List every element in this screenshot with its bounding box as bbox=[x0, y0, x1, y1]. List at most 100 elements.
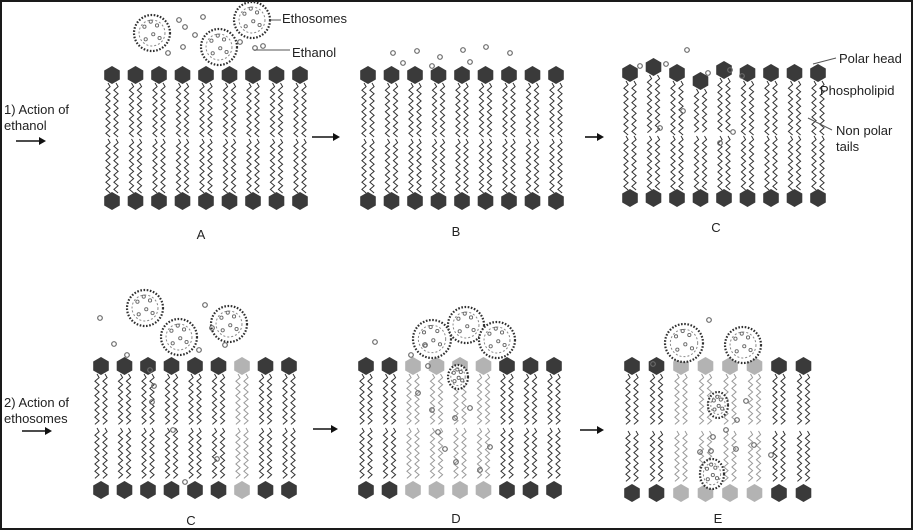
phospholipid-tail bbox=[183, 138, 190, 194]
phospholipid-tail bbox=[508, 373, 514, 425]
panel-label-d: D bbox=[451, 511, 461, 526]
phospholipid-head bbox=[93, 481, 109, 499]
phospholipid-tail bbox=[525, 138, 532, 194]
phospholipid-head bbox=[268, 192, 285, 210]
phospholipid-tail bbox=[94, 373, 100, 425]
ethosome-vesicle-icon bbox=[132, 13, 172, 53]
phospholipid-head bbox=[475, 481, 492, 499]
phospholipid-head bbox=[522, 357, 539, 375]
phospholipid-tail bbox=[235, 373, 241, 425]
ethanol-molecule-icon bbox=[147, 367, 153, 373]
ethanol-molecule-icon bbox=[111, 341, 117, 347]
phospholipid-tail bbox=[207, 82, 213, 138]
phospholipid-tail bbox=[500, 373, 506, 425]
phospholipid-tail bbox=[113, 82, 119, 138]
ethanol-molecule-icon bbox=[717, 140, 723, 146]
phospholipid-tail bbox=[633, 430, 639, 482]
phospholipid-head bbox=[405, 357, 421, 375]
ethanol-molecule-icon bbox=[657, 125, 663, 131]
phospholipid-head bbox=[648, 484, 665, 502]
phospholipid-head bbox=[546, 481, 562, 499]
ethanol-molecule-icon bbox=[743, 398, 749, 404]
phospholipid-tail bbox=[301, 82, 307, 138]
phospholipid-head bbox=[281, 481, 297, 499]
phospholipid-tail bbox=[293, 138, 299, 194]
phospholipid-tail bbox=[804, 430, 811, 482]
ethanol-molecule-icon bbox=[182, 24, 188, 30]
phospholipid-tail bbox=[811, 135, 817, 191]
phospholipid-tail bbox=[160, 82, 166, 138]
phospholipid-head bbox=[245, 66, 261, 84]
phospholipid-tail bbox=[478, 138, 485, 194]
ethanol-molecule-icon bbox=[182, 479, 188, 485]
phospholipid-tail bbox=[105, 138, 111, 194]
phospholipid-tail bbox=[246, 138, 252, 194]
ethanol-molecule-icon bbox=[124, 352, 130, 358]
phospholipid-tail bbox=[698, 373, 705, 425]
phospholipid-tail bbox=[547, 427, 553, 479]
phospholipid-head bbox=[795, 484, 812, 502]
phospholipid-tail bbox=[416, 82, 422, 138]
phospholipid-head bbox=[786, 189, 803, 207]
phospholipid-head bbox=[697, 357, 714, 375]
ethanol-molecule-icon bbox=[680, 108, 686, 114]
phospholipid-tail bbox=[693, 135, 700, 191]
phospholipid-head bbox=[524, 192, 541, 210]
row2-title-line1: 2) Action of bbox=[4, 395, 70, 410]
ethanol-label: Ethanol bbox=[292, 45, 337, 60]
phospholipid-head bbox=[405, 481, 421, 499]
ethanol-molecule-icon bbox=[176, 17, 182, 23]
phospholipid-tail bbox=[508, 427, 514, 479]
phospholipid-tail bbox=[555, 373, 561, 425]
phospholipid-head bbox=[93, 357, 109, 375]
ethanol-molecule-icon bbox=[730, 129, 736, 135]
ethanol-molecule-icon bbox=[97, 315, 103, 321]
phospholipid-head bbox=[360, 66, 376, 84]
phospholipid-tail bbox=[678, 80, 684, 136]
phospholipid-tail bbox=[369, 138, 375, 194]
phospholipid-head bbox=[257, 357, 274, 375]
phospholipid-tail bbox=[301, 138, 307, 194]
phospholipid-head bbox=[546, 357, 562, 375]
phospholipid-tail bbox=[772, 373, 778, 425]
leader-line bbox=[807, 117, 833, 131]
phospholipid-tail bbox=[113, 138, 119, 194]
phospholipid-head bbox=[477, 66, 494, 84]
phospholipid-tail bbox=[557, 138, 563, 194]
phospholipid-tail bbox=[172, 427, 179, 479]
phospholipid-tail bbox=[282, 427, 288, 479]
phospholipid-head bbox=[692, 189, 709, 207]
phospholipid-head bbox=[739, 189, 756, 207]
phospholipid-tail bbox=[175, 138, 182, 194]
ethosome-vesicle-icon bbox=[723, 325, 763, 365]
leader-line bbox=[812, 57, 837, 65]
phospholipid-tail bbox=[361, 138, 367, 194]
phospholipid-head bbox=[407, 192, 423, 210]
phospholipid-tail bbox=[549, 82, 555, 138]
phospholipid-head bbox=[669, 64, 685, 82]
phospholipid-head bbox=[163, 357, 180, 375]
phospholipid-head bbox=[292, 192, 308, 210]
phospholipid-tail bbox=[623, 135, 629, 191]
phospholipid-tail bbox=[390, 373, 397, 425]
phospholipid-head bbox=[381, 481, 398, 499]
phospholipid-tail bbox=[725, 77, 731, 133]
phospholipid-tail bbox=[128, 138, 135, 194]
ethanol-molecule-icon bbox=[650, 361, 656, 367]
ethanol-molecule-icon bbox=[483, 44, 489, 50]
phospholipid-head bbox=[501, 192, 517, 210]
phospholipid-tail bbox=[266, 373, 273, 425]
ethanol-molecule-icon bbox=[739, 73, 745, 79]
phospholipid-tail bbox=[646, 74, 653, 133]
phospholipid-tail bbox=[439, 138, 446, 194]
phospholipid-tail bbox=[633, 373, 639, 425]
ethanol-molecule-icon bbox=[237, 39, 243, 45]
ethosome-vesicle-icon bbox=[477, 320, 517, 360]
phospholipid-tail bbox=[246, 82, 252, 138]
ethanol-molecule-icon bbox=[400, 60, 406, 66]
phospholipid-head bbox=[786, 64, 803, 82]
phospholipid-tail bbox=[463, 138, 469, 194]
phospholipid-tail bbox=[258, 373, 265, 425]
phospholipid-tail bbox=[152, 138, 158, 194]
phospholipid-tail bbox=[723, 430, 729, 482]
